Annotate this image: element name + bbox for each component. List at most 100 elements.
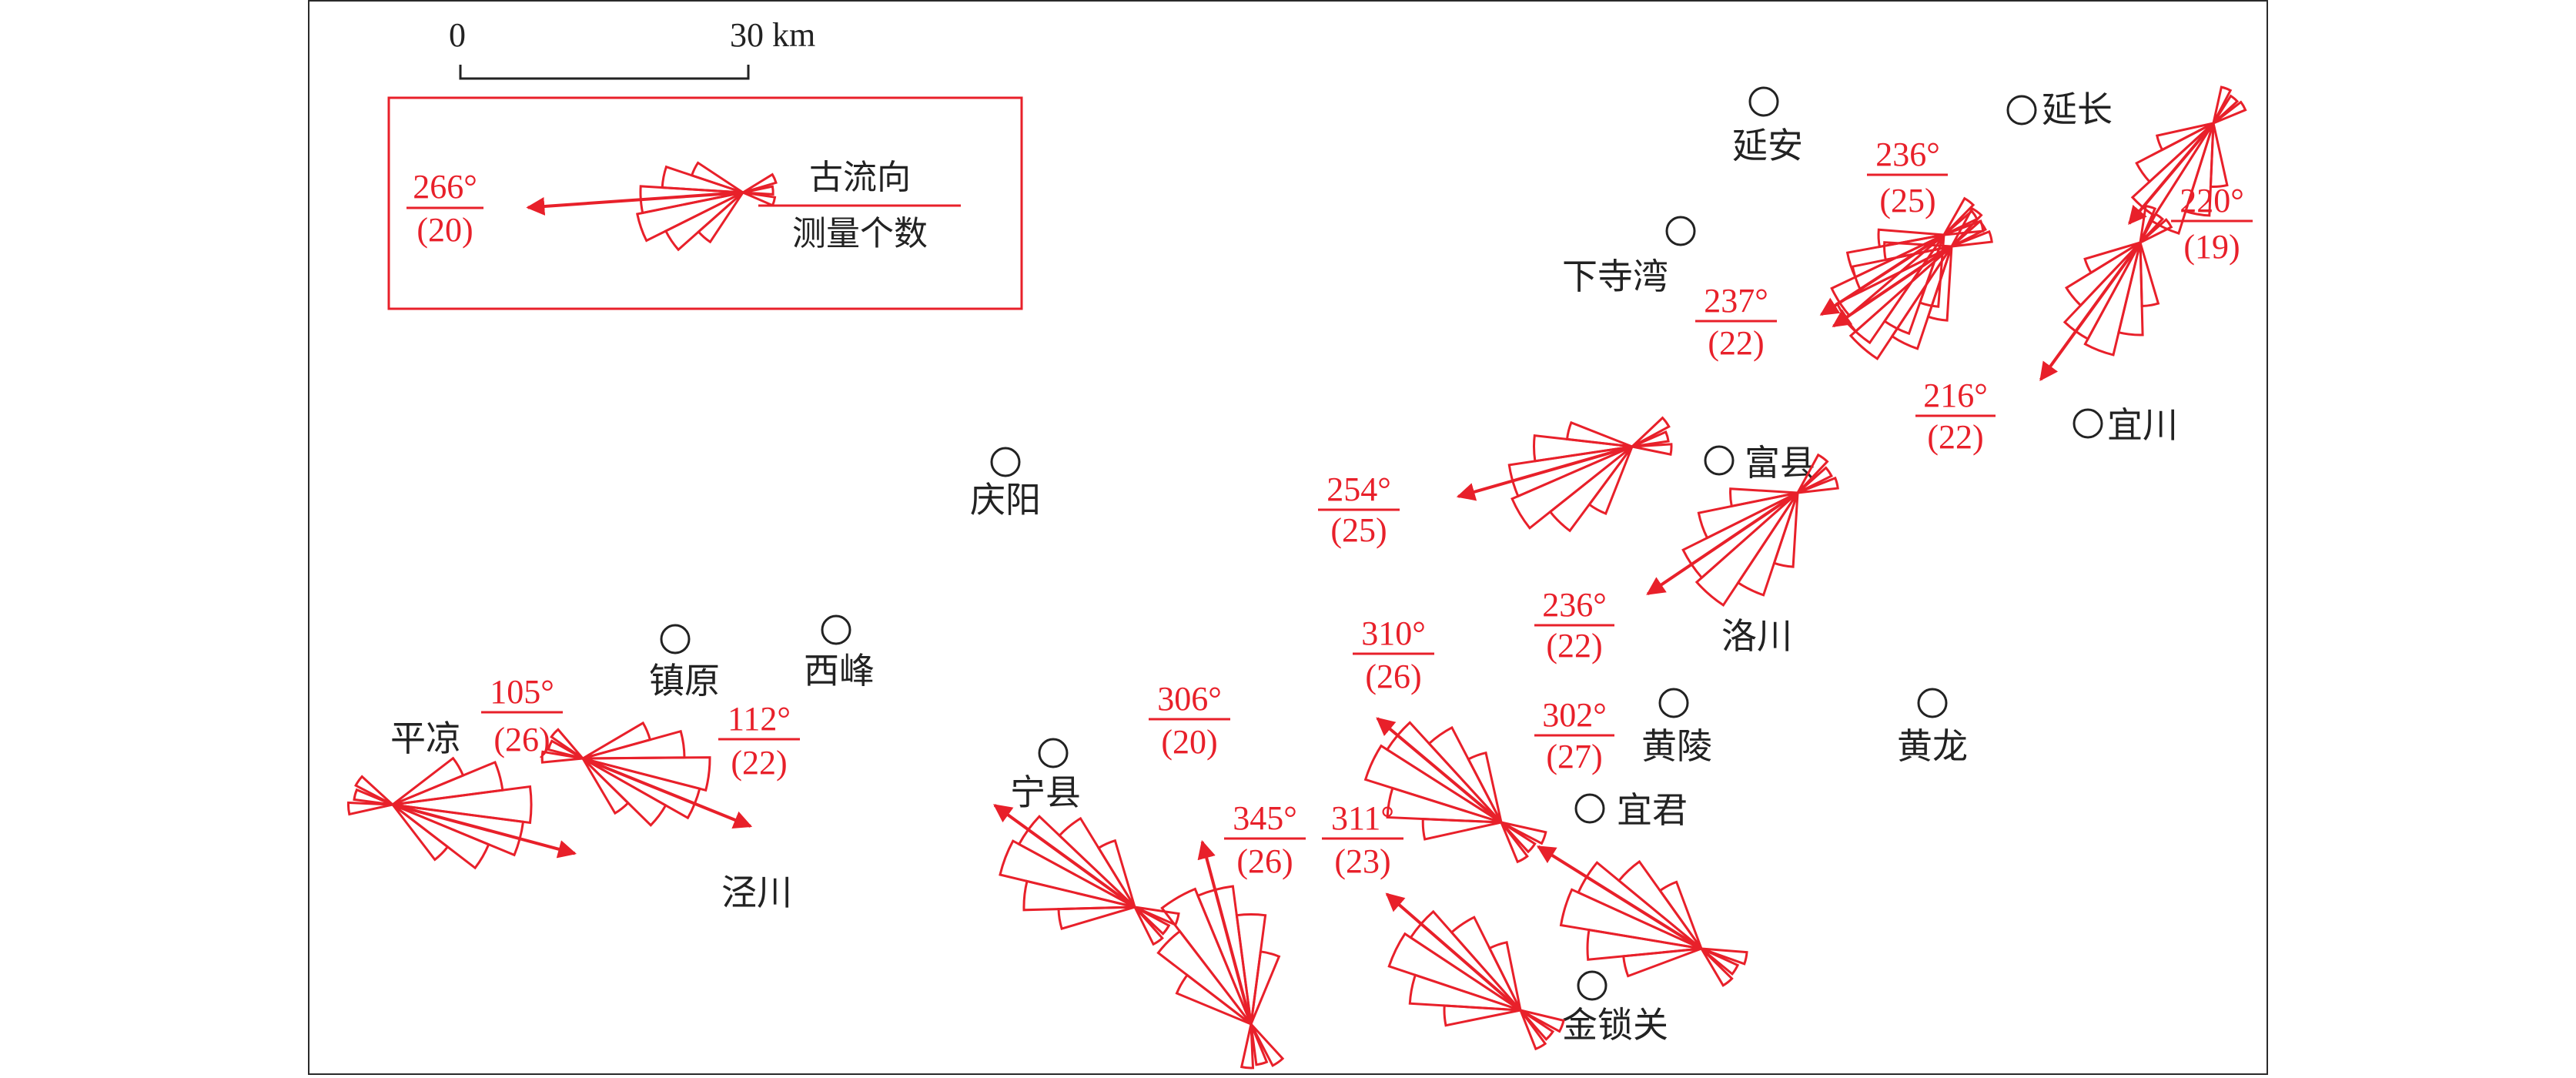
rose-yanchang-b-petal — [2156, 122, 2214, 152]
rose-yichuan-petal — [2065, 241, 2142, 307]
town-label: 富县 — [1745, 442, 1815, 484]
town-marker — [660, 624, 691, 654]
legend-rose-diagram — [526, 161, 778, 252]
legend-title-line1: 古流向 — [809, 158, 911, 197]
rose-yanchang-a-petal — [1950, 206, 1983, 248]
paleocurrent-label-yichuan: 216° (22) — [1915, 377, 1996, 456]
town-label: 泾川 — [721, 872, 792, 913]
angle-label: 310° — [1361, 614, 1426, 652]
count-label: (23) — [1334, 842, 1390, 880]
rose-ningxian-south-petal — [1250, 1023, 1269, 1066]
angle-label: 236° — [1875, 136, 1940, 173]
rose-zhenyuan-petal — [547, 739, 584, 760]
rose-zhenyuan-petal — [581, 757, 630, 815]
count-label: (27) — [1546, 738, 1602, 775]
rose-diagram-fuxian-south — [1646, 453, 1839, 607]
rose-diagram-fuxian-west — [1456, 416, 1673, 533]
count-label: (26) — [1236, 842, 1293, 880]
town-label: 宁县 — [1010, 772, 1081, 813]
rose-huangling-petal — [1701, 947, 1748, 966]
rose-xiasiwan-petal — [1877, 228, 1945, 249]
rose-diagram-yanchang-a — [1832, 206, 1993, 360]
rose-jinsuoguan-petal — [1450, 916, 1522, 1011]
town-marker — [1748, 86, 1779, 117]
rose-diagram-zhenyuan — [540, 721, 753, 829]
rose-diagram-ningxian-south — [1156, 839, 1285, 1070]
town-qingyang: 庆阳 — [970, 447, 1041, 521]
rose-ningxian-south-petal — [1160, 887, 1253, 1025]
count-label: (25) — [1330, 511, 1387, 549]
paleocurrent-label-fuxian-west: 254° (25) — [1318, 470, 1400, 549]
legend-rose-petal — [661, 165, 744, 194]
legend-title-line2: 测量个数 — [792, 214, 928, 253]
rose-ningxian-petal — [1096, 839, 1136, 908]
rose-diagram-jinsuoguan — [1385, 892, 1565, 1051]
rose-zhenyuan-petal — [582, 756, 711, 792]
rose-ningxian-south-petal — [1239, 1023, 1255, 1070]
rose-yichuan-petal — [2083, 241, 2141, 275]
rose-xiasiwan-arrow — [1819, 233, 1945, 316]
town-label: 庆阳 — [970, 479, 1041, 521]
rose-pingliang-petal — [346, 801, 393, 816]
paleocurrent-label-ningxian: 306° (20) — [1149, 680, 1230, 761]
angle-label: 254° — [1326, 470, 1391, 508]
rose-yanchang-b-petal — [2213, 100, 2247, 125]
angle-label: 302° — [1542, 696, 1607, 734]
rose-yanchang-a-petal — [1951, 229, 1993, 248]
rose-pingliang-petal — [353, 788, 393, 806]
rose-pingliang-petal — [392, 803, 490, 870]
rose-xiasiwan-petal — [1842, 233, 1945, 345]
count-label: (22) — [1546, 627, 1602, 665]
rose-ningxian-petal — [999, 839, 1136, 909]
rose-pingliang-petal — [392, 785, 533, 825]
paleocurrent-label-layer: 236° (25) 220° (19) 237° (22) 216° (22) … — [481, 136, 2253, 880]
angle-label: 105° — [490, 673, 554, 711]
rose-ningxian-arrow — [993, 804, 1136, 909]
town-label: 延安 — [1732, 125, 1803, 166]
angle-label: 216° — [1923, 377, 1988, 414]
legend-rose-arrow — [526, 191, 744, 216]
rose-ningxian-petal — [1057, 816, 1136, 909]
paleocurrent-label-luochuan-west: 310° (26) — [1353, 614, 1434, 695]
rose-yanchang-a-petal — [1848, 245, 1953, 360]
angle-label: 112° — [728, 700, 791, 738]
town-fuxian: 富县 — [1704, 442, 1815, 484]
rose-fuxian-south-arrow — [1646, 491, 1799, 596]
town-yichuan: 宜川 — [2073, 404, 2178, 446]
rose-huangling-petal — [1658, 880, 1703, 949]
town-label: 洛川 — [1721, 615, 1792, 657]
rose-zhenyuan-arrow — [582, 757, 753, 829]
count-label: (22) — [731, 744, 787, 782]
rose-ningxian-petal — [1133, 906, 1164, 946]
legend-rose-petal — [742, 185, 774, 196]
rose-yanchang-a-petal — [1851, 245, 1952, 293]
town-huangling: 黄陵 — [1641, 688, 1712, 767]
rose-zhenyuan-petal — [540, 750, 584, 764]
scale-distance-label: 30 km — [730, 16, 815, 54]
rose-diagram-yichuan — [2039, 204, 2173, 381]
paleocurrent-label-zhenyuan: 112° (22) — [718, 700, 800, 782]
rose-fuxian-west-petal — [1533, 434, 1633, 463]
rose-fuxian-south-petal — [1697, 491, 1798, 540]
paleocurrent-label-yanchang-a: 236° (25) — [1867, 136, 1948, 219]
rose-yanchang-b-petal — [2212, 85, 2233, 124]
rose-fuxian-west-petal — [1631, 416, 1671, 448]
town-xiasiwan: 下寺湾 — [1562, 216, 1696, 297]
rose-yanchang-b-petal — [2212, 94, 2240, 125]
rose-yichuan-petal — [2083, 242, 2142, 357]
rose-huangling-petal — [1559, 888, 1702, 950]
scale-zero-label: 0 — [449, 16, 466, 54]
count-label: (20) — [1161, 723, 1217, 761]
legend-angle-label: 266° — [413, 168, 477, 206]
town-label: 西峰 — [804, 650, 875, 691]
rose-fuxian-west-petal — [1565, 420, 1633, 448]
rose-ningxian-south-arrow — [1197, 839, 1253, 1025]
rose-fuxian-west-petal — [1631, 443, 1673, 456]
rose-xiasiwan-petal — [1943, 209, 1979, 236]
town-ningxian: 宁县 — [1010, 738, 1081, 813]
angle-label: 220° — [2180, 182, 2244, 219]
angle-label: 237° — [1704, 282, 1768, 320]
rose-yanchang-b-petal — [2135, 122, 2215, 184]
rose-xiasiwan-petal — [1943, 219, 1985, 236]
rose-jinsuoguan-petal — [1387, 932, 1521, 1012]
